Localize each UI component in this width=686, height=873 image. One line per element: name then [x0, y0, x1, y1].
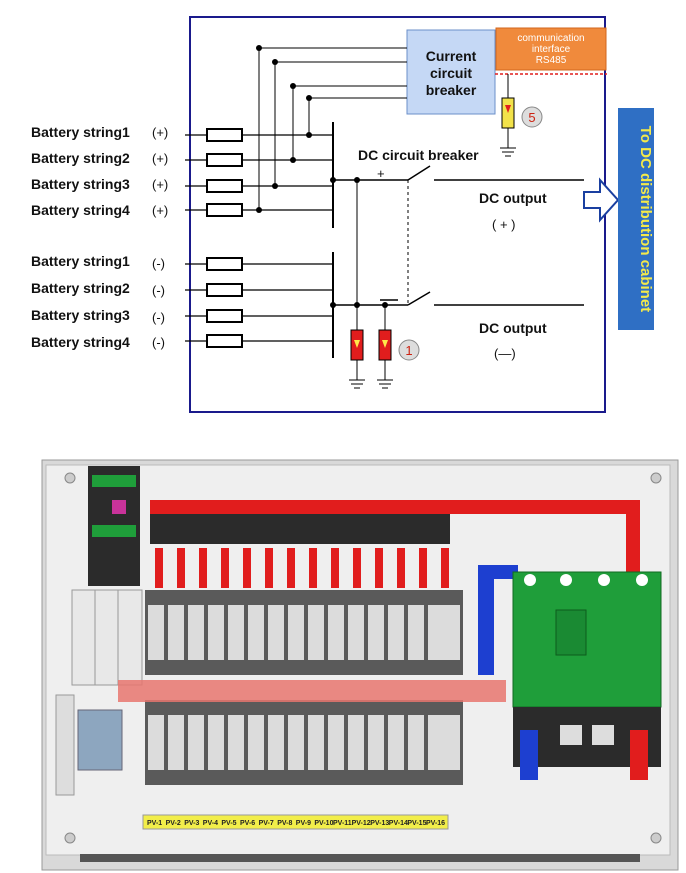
- pos-string-2-sign: (+): [152, 151, 168, 166]
- pos-breaker-switch: [407, 165, 431, 181]
- pos-string-4-label: Battery string4: [31, 202, 130, 218]
- dc-output-pos-label: DC output: [479, 190, 547, 206]
- neg-breaker-switch: [407, 291, 431, 306]
- pos-string-4-sign: (+): [152, 203, 168, 218]
- pos-string-2-label: Battery string2: [31, 150, 130, 166]
- pv-label: PV-7: [259, 820, 274, 827]
- side-banner: [618, 108, 654, 330]
- marker-5-icon: 5: [521, 106, 543, 128]
- pos-string-3-sign: (+): [152, 177, 168, 192]
- neg-string-4-sign: (-): [152, 335, 165, 350]
- pv-label: PV-14: [389, 820, 408, 827]
- neg-string-3-label: Battery string3: [31, 307, 130, 323]
- breaker-plus-sign: +: [377, 166, 385, 181]
- neg-string-2-label: Battery string2: [31, 280, 130, 296]
- dc-output-neg-sign: (—): [494, 346, 516, 361]
- middle-red-bar: [118, 680, 506, 702]
- svg-text:5: 5: [528, 110, 535, 125]
- blue-busbar: [478, 565, 494, 675]
- pos-fuses: [185, 128, 333, 217]
- positive-strings: Battery string1 (+) Battery string2 (+) …: [31, 124, 168, 218]
- comm-line-3: RS485: [536, 55, 567, 66]
- dc-output-pos-sign: ( + ): [492, 217, 515, 232]
- side-banner-text: To DC distribution cabinet: [637, 126, 654, 312]
- pos-string-1-sign: (+): [152, 125, 168, 140]
- pos-string-3-label: Battery string3: [31, 176, 130, 192]
- dc-breaker-label: DC circuit breaker: [358, 147, 479, 163]
- pv-label: PV-5: [221, 820, 236, 827]
- dc-output-neg-label: DC output: [479, 320, 547, 336]
- pv-label: PV-11: [333, 820, 352, 827]
- red-wires: [155, 548, 449, 588]
- marker-1-icon: 1: [398, 339, 420, 361]
- neg-string-1-sign: (-): [152, 256, 165, 271]
- neg-string-3-sign: (-): [152, 310, 165, 325]
- surge-arrester-comm: [500, 74, 516, 157]
- pv-label: PV-15: [407, 820, 426, 827]
- pv-label: PV-3: [184, 820, 199, 827]
- current-circuit-breaker-box: Current circuit breaker: [406, 29, 496, 115]
- pv-label: PV-12: [352, 820, 371, 827]
- pos-string-1-label: Battery string1: [31, 124, 130, 140]
- svg-text:1: 1: [405, 343, 412, 358]
- pv-label: PV-10: [314, 820, 333, 827]
- pv-label: PV-9: [296, 820, 311, 827]
- pv-label: PV-6: [240, 820, 255, 827]
- surge-arrester-pos: [349, 180, 365, 389]
- combiner-box-photo: [41, 459, 679, 871]
- pv-label: PV-4: [203, 820, 218, 827]
- pv-label: PV-8: [277, 820, 292, 827]
- neg-string-4-label: Battery string4: [31, 334, 130, 350]
- spd-module: [71, 589, 143, 686]
- breaker-line-2: circuit: [430, 65, 472, 81]
- pv-label: PV-13: [370, 820, 389, 827]
- surge-arrester-neg: [377, 305, 393, 389]
- output-arrow-icon: [583, 177, 620, 223]
- neg-string-2-sign: (-): [152, 283, 165, 298]
- comm-line-1: communication: [517, 33, 584, 44]
- schematic-frame: [189, 16, 606, 413]
- pv-label-strip: [142, 814, 449, 830]
- main-dc-breaker: [512, 571, 662, 708]
- pv-label: PV-1: [147, 820, 162, 827]
- neg-string-1-label: Battery string1: [31, 253, 130, 269]
- communication-interface-box: communication interface RS485: [495, 27, 607, 71]
- breaker-line-3: breaker: [426, 82, 477, 98]
- fuse-holders: [148, 605, 460, 770]
- pv-label: PV-16: [426, 820, 445, 827]
- pv-label: PV-2: [166, 820, 181, 827]
- comm-line-2: interface: [532, 44, 571, 55]
- negative-strings: Battery string1 (-) Battery string2 (-) …: [31, 253, 165, 350]
- fuse-carrier-top: [150, 514, 450, 544]
- sensing-wires: [258, 47, 407, 210]
- top-red-busbar: [150, 500, 640, 514]
- neg-fuses: [185, 257, 333, 348]
- breaker-line-1: Current: [426, 48, 477, 64]
